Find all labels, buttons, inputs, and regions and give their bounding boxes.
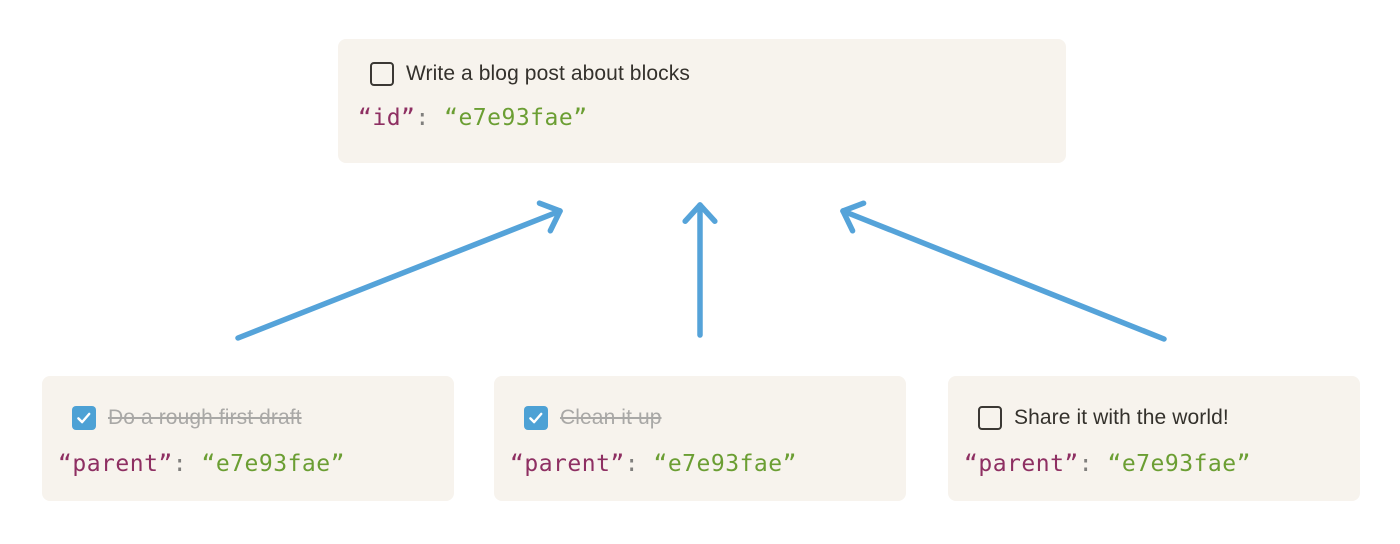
- task-row: Share it with the world!: [978, 406, 1360, 430]
- code-value: “e7e93fae”: [444, 105, 588, 131]
- code-line: “parent”: “e7e93fae”: [58, 449, 454, 479]
- task-title: Do a rough first draft: [108, 406, 302, 429]
- code-colon: :: [624, 451, 654, 477]
- code-colon: :: [415, 105, 445, 131]
- task-checkbox[interactable]: [72, 406, 96, 430]
- task-row: Clean it up: [524, 406, 906, 430]
- task-row: Write a blog post about blocks: [370, 62, 1066, 86]
- code-line: “parent”: “e7e93fae”: [964, 449, 1360, 479]
- code-key: “id”: [358, 105, 416, 131]
- code-key: “parent”: [964, 451, 1079, 477]
- checkmark-icon: [77, 412, 91, 424]
- code-value: “e7e93fae”: [1107, 451, 1251, 477]
- task-title: Write a blog post about blocks: [406, 62, 690, 85]
- code-value: “e7e93fae”: [201, 451, 345, 477]
- task-checkbox[interactable]: [370, 62, 394, 86]
- code-key: “parent”: [510, 451, 625, 477]
- arrow: [682, 202, 718, 338]
- task-title: Share it with the world!: [1014, 406, 1229, 429]
- code-line: “id”: “e7e93fae”: [358, 103, 1066, 133]
- task-checkbox[interactable]: [524, 406, 548, 430]
- child-task-card-2: Clean it up “parent”: “e7e93fae”: [494, 376, 906, 501]
- code-colon: :: [172, 451, 202, 477]
- code-colon: :: [1078, 451, 1108, 477]
- code-key: “parent”: [58, 451, 173, 477]
- task-row: Do a rough first draft: [72, 406, 454, 430]
- parent-task-card: Write a blog post about blocks “id”: “e7…: [338, 39, 1066, 163]
- code-value: “e7e93fae”: [653, 451, 797, 477]
- task-checkbox[interactable]: [978, 406, 1002, 430]
- checkmark-icon: [529, 412, 543, 424]
- child-task-card-1: Do a rough first draft “parent”: “e7e93f…: [42, 376, 454, 501]
- code-line: “parent”: “e7e93fae”: [510, 449, 906, 479]
- arrow: [840, 200, 1167, 342]
- child-task-card-3: Share it with the world! “parent”: “e7e9…: [948, 376, 1360, 501]
- task-title: Clean it up: [560, 406, 662, 429]
- arrow: [235, 200, 563, 341]
